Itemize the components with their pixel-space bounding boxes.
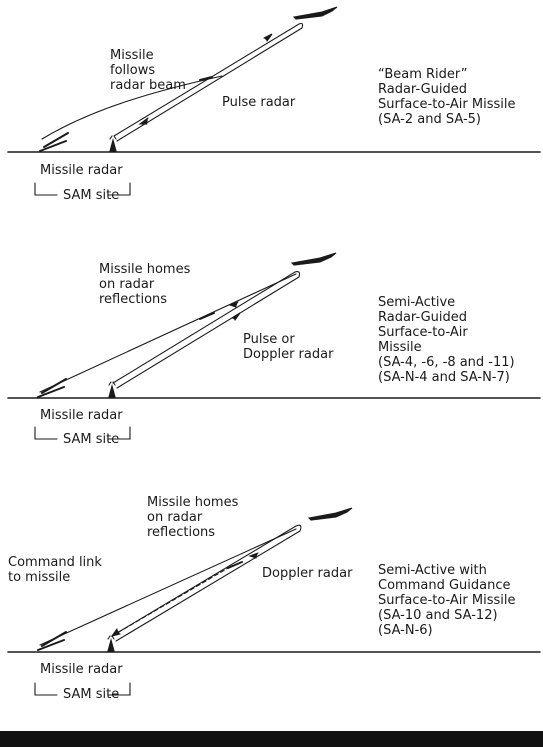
panel-1-graphics [7,6,541,196]
sam-site-label: SAM site [63,687,120,702]
beam-arrow-up [231,312,241,321]
missile-radar-label: Missile radar [40,163,123,178]
radar-beam [113,22,304,142]
beam-arrow-up [263,33,273,42]
reflection-arrow [228,301,239,308]
bottom-border [0,731,543,747]
reflection-arrow [248,552,259,559]
illumination-beam [112,271,301,389]
launcher-icon [37,378,67,398]
missile-body [199,312,215,320]
panel-2-graphics [7,252,541,440]
sam-site-bracket [34,182,131,196]
missile-trajectory [41,75,223,140]
panel-beam-rider: Missile follows radar beam Pulse radar “… [0,0,543,240]
missile-body [227,561,243,569]
reflection-path [39,273,297,393]
missile-radar-label: Missile radar [40,662,123,677]
panel-3-graphics [7,507,541,696]
beam-label: Missile homes on radar reflections [99,262,191,307]
radar-antenna-icon [109,135,117,152]
panel-command-guidance: Missile homes on radar reflections Comma… [0,480,543,720]
missile-radar-label: Missile radar [40,408,123,423]
radar-antenna-icon [107,635,115,652]
aircraft-icon [292,6,338,20]
sam-site-label: SAM site [63,432,120,447]
sam-site-label: SAM site [63,188,120,203]
launcher-icon [39,132,69,152]
beam-arrow-down [138,117,149,125]
aircraft-icon [290,252,337,266]
sam-site-bracket [34,426,131,440]
command-link [111,567,229,637]
panel-title: Semi-Active Radar-Guided Surface-to-Air … [378,295,515,385]
panel-title: “Beam Rider” Radar-Guided Surface-to-Air… [378,67,516,127]
command-link-label: Command link to missile [8,555,102,585]
reflection-path [39,528,297,646]
beam-label: Missile homes on radar reflections [147,495,239,540]
aircraft-icon [307,507,353,521]
panel-semi-active: Missile homes on radar reflections Pulse… [0,240,543,480]
beam-label: Missile follows radar beam [110,48,186,93]
missile-body [199,76,213,81]
sam-site-bracket [34,682,131,696]
radar-label: Pulse radar [222,95,296,110]
illumination-beam [111,524,302,642]
panel-title: Semi-Active with Command Guidance Surfac… [378,563,516,638]
launcher-icon [37,631,67,651]
radar-label: Pulse or Doppler radar [243,332,334,362]
radar-antenna-icon [108,381,116,398]
radar-label: Doppler radar [262,566,353,581]
